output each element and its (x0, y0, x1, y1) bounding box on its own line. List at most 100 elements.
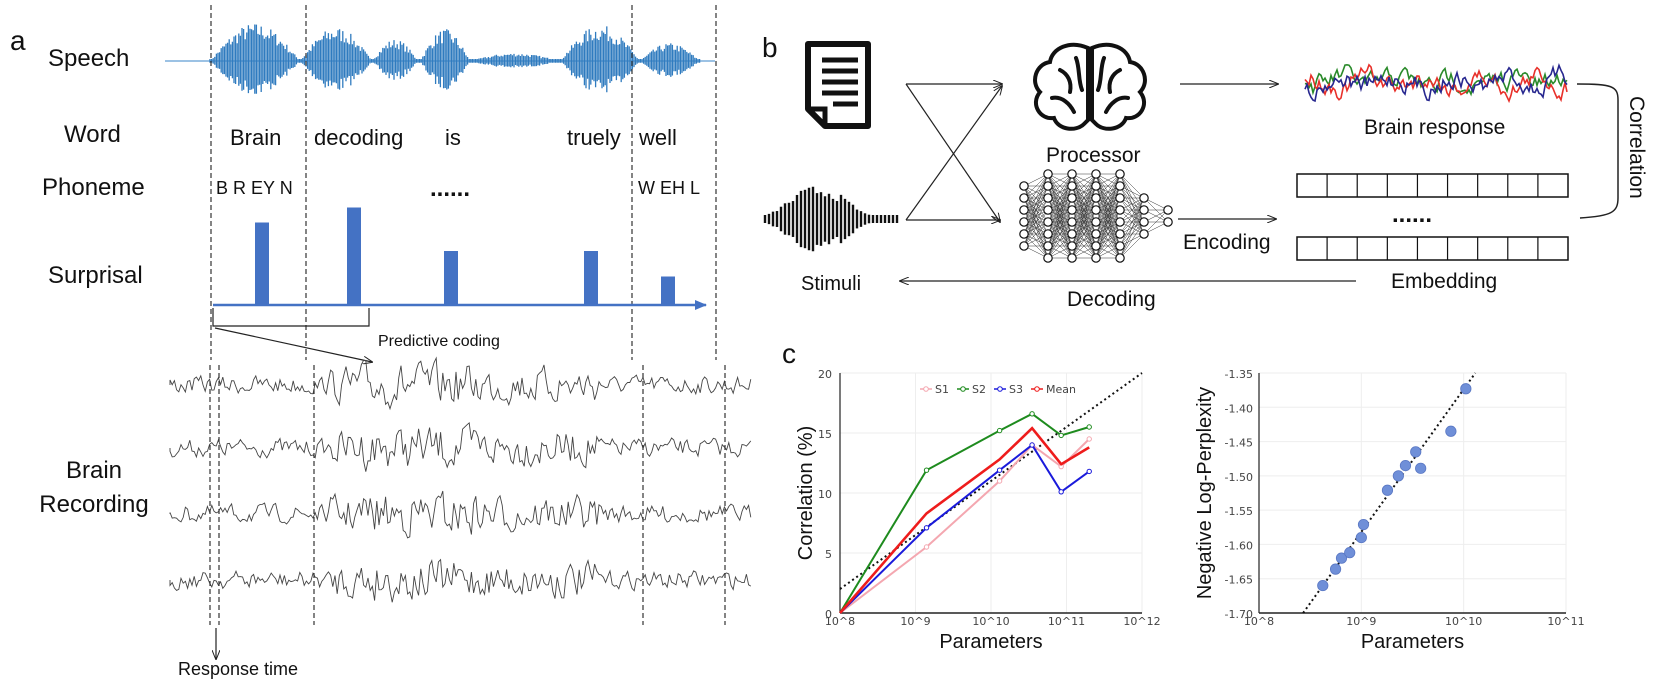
nn-edge (1119, 173, 1145, 199)
nn-edge (1119, 209, 1145, 259)
data-point (1058, 432, 1064, 439)
y-tick-label: 0 (825, 608, 832, 621)
nn-edge (1071, 173, 1097, 211)
surprisal-bar (444, 251, 458, 305)
nn-node (1043, 169, 1053, 179)
neural-network-icon (1019, 169, 1173, 263)
nn-node (1067, 229, 1077, 239)
nn-node (1115, 169, 1125, 179)
nn-edge (1119, 197, 1145, 235)
nn-edge (1119, 233, 1145, 259)
x-axis-title: Parameters (939, 631, 1042, 653)
nn-edge (1047, 209, 1073, 259)
nn-node (1115, 217, 1125, 227)
data-point (1086, 424, 1092, 430)
embedding-vector-bottom (1296, 236, 1569, 261)
panel-c-letter: c (782, 338, 796, 369)
nn-edge (1095, 173, 1121, 199)
scatter-point (1410, 446, 1422, 458)
brain-trace (169, 356, 752, 411)
nn-node (1067, 217, 1077, 227)
y-tick-label: 10 (818, 488, 832, 501)
nn-edge (1095, 173, 1121, 223)
nn-edge (1071, 209, 1097, 259)
nn-node (1091, 217, 1101, 227)
nn-edge (1023, 221, 1049, 247)
y-tick-label: -1.55 (1225, 505, 1253, 518)
panel-b-letter: b (762, 32, 778, 63)
panel-a-letter: a (10, 25, 26, 56)
predictive-coding-label: Predictive coding (378, 333, 500, 350)
phonemes-well: W EH L (638, 178, 700, 198)
document-icon (805, 41, 871, 129)
scatter-point (1392, 470, 1404, 482)
y-tick-label: -1.70 (1225, 608, 1253, 621)
y-tick-label: 15 (818, 428, 832, 441)
nn-node (1163, 217, 1173, 227)
predictive-coding-arrow (214, 327, 372, 362)
scatter-point (1415, 462, 1427, 474)
y-axis-title: Negative Log-Perplexity (1194, 387, 1216, 599)
embedding-vector-top (1296, 173, 1569, 198)
nn-edge (1047, 233, 1073, 259)
nn-node (1091, 169, 1101, 179)
data-point (996, 478, 1003, 484)
legend-label: S2 (972, 383, 986, 396)
y-tick-label: -1.35 (1225, 368, 1253, 381)
brain-recording-traces (169, 356, 752, 603)
nn-node (1043, 241, 1053, 251)
nn-node (1115, 181, 1125, 191)
legend-marker (923, 386, 929, 392)
surprisal-bar (347, 207, 361, 305)
nn-edge (1143, 209, 1169, 235)
nn-edge (1023, 173, 1049, 199)
nn-node (1091, 229, 1101, 239)
word-truely: truely (567, 125, 621, 150)
embedding-label: Embedding (1391, 270, 1497, 293)
row-label-phoneme: Phoneme (42, 174, 145, 201)
nn-node (1067, 253, 1077, 263)
y-tick-label: 20 (818, 368, 832, 381)
surprisal-bars (255, 207, 675, 305)
nn-node (1115, 229, 1125, 239)
data-point (996, 427, 1003, 434)
series-line-mean (839, 426, 1090, 614)
nn-node (1019, 181, 1029, 191)
nn-node (1019, 205, 1029, 215)
nn-node (1091, 193, 1101, 203)
scatter-point (1381, 484, 1394, 496)
x-tick-label: 10^9 (1346, 615, 1376, 628)
series-line-s1 (839, 438, 1090, 614)
nn-edge (1023, 173, 1049, 223)
nn-node (1019, 217, 1029, 227)
data-point (1086, 468, 1092, 475)
legend-label: S1 (935, 383, 949, 396)
nn-node (1139, 193, 1149, 203)
x-tick-label: 10^8 (1244, 615, 1274, 628)
series-line-s2 (839, 412, 1090, 614)
nn-node (1043, 229, 1053, 239)
scatter-point (1344, 547, 1356, 559)
brain-response-line (1304, 63, 1568, 104)
nn-node (1019, 241, 1029, 251)
x-tick-label: 10^10 (972, 615, 1009, 628)
nn-node (1091, 181, 1101, 191)
phonemes-brain: B R EY N (216, 178, 293, 198)
trend-line (839, 372, 1143, 590)
nn-edge (1023, 197, 1049, 247)
panel-a: a Speech Word Phoneme Surprisal Brain Re… (10, 5, 752, 679)
correlation-bracket (1576, 83, 1619, 219)
nn-node (1043, 253, 1053, 263)
data-point (996, 467, 1003, 473)
nn-node (1067, 241, 1077, 251)
x-tick-label: 10^11 (1048, 615, 1085, 628)
y-tick-label: -1.65 (1225, 574, 1253, 587)
scatter-point (1335, 552, 1348, 564)
row-label-brain: Brain (66, 457, 122, 484)
row-label-surprisal: Surprisal (48, 262, 143, 289)
legend-marker (997, 386, 1003, 392)
nn-node (1043, 193, 1053, 203)
row-label-recording: Recording (39, 491, 148, 518)
